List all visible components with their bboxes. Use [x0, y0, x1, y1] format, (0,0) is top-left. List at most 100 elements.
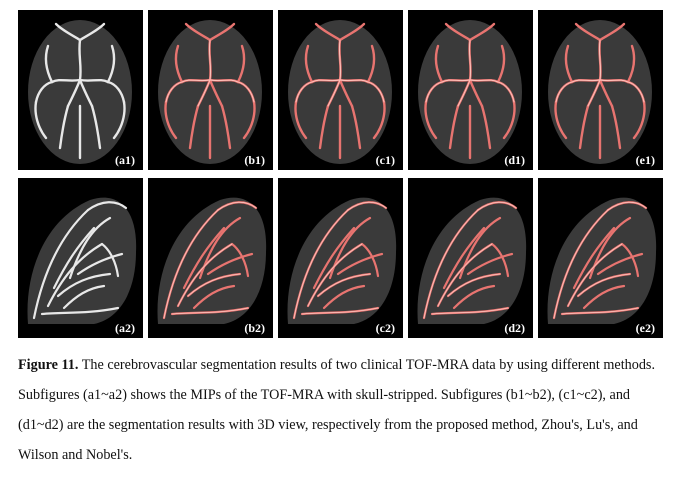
vessel-highlight [423, 209, 479, 319]
vessel-path [208, 78, 224, 108]
brain-image [418, 20, 522, 164]
vessel-highlight [577, 273, 631, 297]
vessel-path [578, 104, 590, 150]
brain-image [158, 20, 262, 164]
vessel-highlight [587, 79, 601, 107]
vessel-highlight [209, 79, 239, 83]
panel-label: (d1) [504, 153, 525, 167]
vessel-highlight [307, 243, 363, 307]
vessel-path [626, 44, 636, 84]
vessel-highlight [457, 79, 471, 107]
figure-panel: (e1) [538, 10, 663, 170]
vessel-highlight [181, 79, 211, 83]
vessel-path [52, 226, 96, 290]
vessel-path [106, 44, 116, 84]
vessel-path [294, 100, 308, 140]
vessel-path [444, 22, 472, 42]
figure-panel: (b2) [148, 178, 273, 338]
vessel-path [56, 272, 112, 298]
vessel-path [182, 226, 226, 290]
vessel-path [314, 22, 342, 42]
vessel-highlight [338, 39, 342, 81]
vessel-path [106, 80, 126, 104]
vessel-path [66, 78, 82, 108]
vessel-path [192, 284, 236, 310]
vessel-path [372, 100, 386, 140]
vessel-highlight [561, 307, 639, 315]
panel-label: (a2) [115, 321, 135, 335]
panel-label: (c2) [375, 321, 395, 335]
vessel-path [34, 80, 54, 104]
brain-image [287, 197, 397, 324]
vessel-highlight [497, 81, 515, 103]
vessel-path [220, 104, 232, 150]
vessel-highlight [347, 201, 387, 211]
vessel-highlight [598, 39, 602, 81]
vessel-path [54, 22, 82, 42]
vessel-highlight [301, 307, 379, 315]
vessel-path [434, 44, 444, 84]
vessel-highlight [599, 79, 629, 83]
vessel-highlight [571, 79, 601, 83]
vessel-path [366, 44, 376, 84]
vessel-highlight [468, 39, 472, 81]
vessel-path [32, 208, 90, 320]
vessel-path [582, 284, 626, 310]
vessel-path [164, 100, 178, 140]
brain-image [547, 197, 657, 324]
vessel-path [466, 252, 514, 276]
vessel-highlight [237, 81, 255, 103]
vessel-path [610, 104, 622, 150]
vessel-path [490, 242, 510, 278]
vessel-path [620, 242, 640, 278]
vessel-path [230, 242, 250, 278]
vessel-highlight [165, 81, 183, 103]
vessel-path [46, 242, 104, 308]
panel-label: (e2) [635, 321, 655, 335]
panel-label: (b1) [244, 153, 265, 167]
vessel-path [100, 242, 120, 278]
vessel-highlight [367, 81, 385, 103]
vessel-path [458, 216, 502, 280]
vessel-highlight [163, 209, 219, 319]
brain-outline [548, 20, 652, 164]
vessel-highlight [425, 81, 443, 103]
vessel-path [572, 226, 616, 290]
vessel-highlight [339, 79, 369, 83]
vessel-path [90, 104, 102, 150]
brain-image [27, 197, 137, 324]
vessel-highlight [187, 273, 241, 297]
vessel-path [312, 226, 356, 290]
vessel-highlight [607, 201, 647, 211]
vessel-path [322, 284, 366, 310]
vessel-highlight [447, 273, 501, 297]
vessel-path [76, 252, 124, 276]
vessel-path [78, 78, 94, 108]
vessel-highlight [441, 79, 471, 83]
vessel-path [596, 252, 644, 276]
brain-outline [28, 20, 132, 164]
vessel-highlight [553, 209, 609, 319]
brain-outline [288, 20, 392, 164]
panel-label: (a1) [115, 153, 135, 167]
vessel-highlight [217, 201, 257, 211]
figure-panel: (b1) [148, 10, 273, 170]
figure-panel: (a1) [18, 10, 143, 170]
figure-panel: (c2) [278, 178, 403, 338]
vessel-path [208, 22, 236, 42]
vessel-path [188, 104, 200, 150]
brain-image [28, 20, 132, 164]
vessel-path [50, 78, 82, 84]
brain-image [417, 197, 527, 324]
vessel-path [350, 104, 362, 150]
figure-panel: (d1) [408, 10, 533, 170]
brain-outline [158, 20, 262, 164]
vessel-path [78, 38, 82, 82]
vessel-path [574, 22, 602, 42]
vessel-highlight [197, 79, 211, 107]
vessel-highlight [555, 81, 573, 103]
vessel-path [468, 78, 484, 108]
vessel-highlight [295, 81, 313, 103]
vessel-highlight [327, 79, 341, 107]
brain-image [157, 197, 267, 324]
